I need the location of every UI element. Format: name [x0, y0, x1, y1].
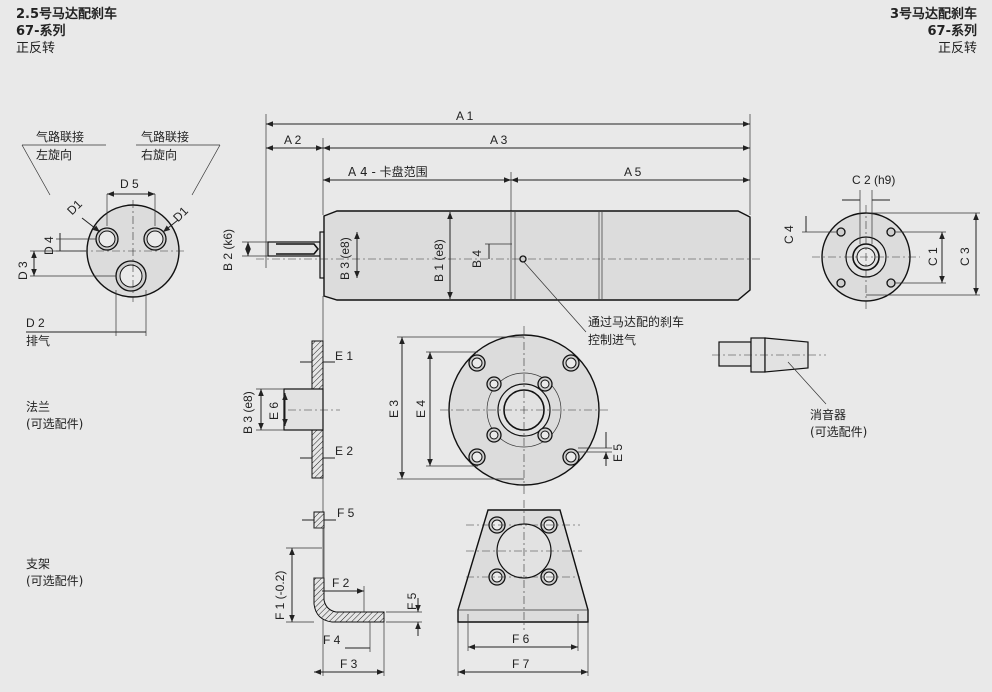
- d1-right-label: D1: [170, 204, 191, 225]
- c4-label: C 4: [782, 225, 796, 244]
- d4-label: D 4: [42, 236, 56, 255]
- right-title: 3号马达配刹车: [890, 6, 977, 22]
- b1-label: B 1 (e8): [432, 239, 446, 282]
- left-rotation: 正反转: [16, 41, 55, 56]
- a5-label: A 5: [624, 165, 642, 179]
- muffler: 消音器 (可选配件): [712, 337, 867, 439]
- left-title: 2.5号马达配刹车: [16, 6, 117, 22]
- exhaust-label: 排气: [26, 333, 50, 348]
- brake-air-label-2: 控制进气: [588, 332, 636, 347]
- bracket-name: 支架: [26, 557, 50, 571]
- left-series: 67-系列: [16, 23, 66, 39]
- a3-label: A 3: [490, 133, 508, 147]
- f4-label: F 4: [323, 633, 341, 647]
- muffler-optional: (可选配件): [810, 425, 867, 439]
- right-rotation: 正反转: [938, 41, 977, 56]
- air-left-direction: 左旋向: [36, 147, 72, 162]
- f1-label: F 1 (-0.2): [273, 571, 287, 620]
- b3-main-label: B 3 (e8): [338, 237, 352, 280]
- f2-label: F 2: [332, 576, 350, 590]
- side-end-view: 气路联接 左旋向 气路联接 右旋向 D 5 D1 D1 D 4 D 3 D: [16, 129, 221, 348]
- d3-label: D 3: [16, 261, 30, 280]
- muffler-name: 消音器: [810, 407, 846, 422]
- brake-air-label-1: 通过马达配的刹车: [588, 314, 684, 329]
- e5-label: E 5: [611, 444, 625, 462]
- e6-label: E 6: [267, 402, 281, 420]
- air-right-label: 气路联接: [141, 129, 189, 144]
- f5-label: F 5: [405, 592, 419, 610]
- f7-label: F 7: [512, 657, 530, 671]
- bracket-option: 支架 (可选配件) F 5 F 1 (-0.2) F 2 F 5 F 4 F 3: [26, 500, 589, 676]
- a4-label: A 4 - 卡盘范围: [348, 164, 428, 179]
- d5-label: D 5: [120, 177, 139, 191]
- right-series: 67-系列: [928, 23, 978, 39]
- a2-label: A 2: [284, 133, 302, 147]
- flange-optional: (可选配件): [26, 417, 83, 431]
- c2-label: C 2 (h9): [852, 173, 895, 187]
- right-end-view: C 2 (h9) C 4 C 1 C 3: [782, 173, 980, 309]
- c3-label: C 3: [958, 247, 972, 266]
- bracket-optional: (可选配件): [26, 574, 83, 588]
- d1-left-label: D1: [64, 197, 85, 218]
- b2-label: B 2 (k6): [221, 229, 235, 271]
- e1-label: E 1: [335, 349, 353, 363]
- e2-label: E 2: [335, 444, 353, 458]
- a1-label: A 1: [456, 109, 474, 123]
- air-right-direction: 右旋向: [141, 147, 177, 162]
- c1-label: C 1: [926, 247, 940, 266]
- flange-name: 法兰: [26, 400, 50, 414]
- f6-label: F 6: [512, 632, 530, 646]
- b4-label: B 4: [470, 250, 484, 268]
- e3-label: E 3: [387, 400, 401, 418]
- motor-side-view: A 1 A 2 A 3 A 4 - 卡盘范围 A 5 B 2 (k6) B 3 …: [221, 109, 760, 676]
- b3-flange-label: B 3 (e8): [241, 391, 255, 434]
- d2-label: D 2: [26, 316, 45, 330]
- f3-label: F 3: [340, 657, 358, 671]
- air-left-label: 气路联接: [36, 129, 84, 144]
- f5-top-label: F 5: [337, 506, 355, 520]
- flange-option: 法兰 (可选配件) E 1 E 2 B 3 (e8) E 6: [26, 326, 625, 494]
- e4-label: E 4: [414, 400, 428, 418]
